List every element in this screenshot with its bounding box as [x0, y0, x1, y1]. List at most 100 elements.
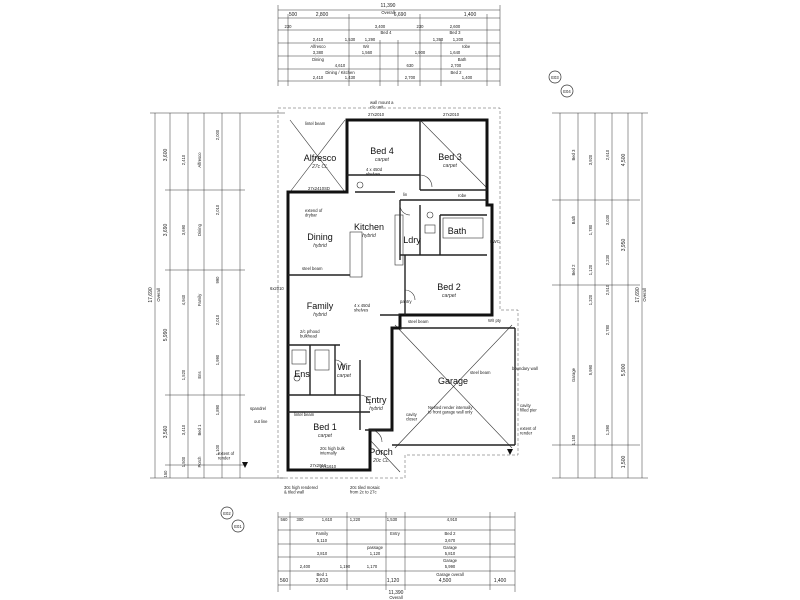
- top-row3-name-wir: Wir: [363, 44, 370, 49]
- top-row6-a: 2,410: [313, 75, 324, 80]
- bottom-row1-e: 1,530: [387, 517, 398, 522]
- bottom-row1-b: 300: [297, 517, 305, 522]
- note-steel-beam-b: steel beam: [408, 319, 429, 324]
- left-seg-b: 3,690: [163, 224, 169, 237]
- room-bed4: Bed 4: [370, 146, 394, 156]
- room-bath: Bath: [448, 226, 467, 236]
- top-row6-d: 1,400: [462, 75, 473, 80]
- right-name-garage: Garage: [571, 367, 576, 382]
- top-row2-c: 230: [417, 24, 425, 29]
- top-row2-d: 2,600: [450, 24, 461, 29]
- note-boundary-wall: boundary wall: [512, 366, 538, 371]
- top-row6-c: 2,700: [405, 75, 416, 80]
- ensuite-toilet: [293, 374, 301, 382]
- bottom-row2-a: 5,110: [317, 538, 328, 543]
- tag-e04: E04: [563, 89, 571, 94]
- top-row4-b: 1,560: [362, 50, 373, 55]
- right-fine-d: 1,320: [588, 294, 593, 305]
- left-inner-b: 3,690: [181, 224, 186, 235]
- left-inner-f: 1,500: [181, 456, 186, 467]
- room-kitchen-finish: hybrid: [362, 233, 376, 239]
- bottom-row5-e: 1,400: [494, 578, 507, 584]
- room-dining: Dining: [307, 232, 333, 242]
- left-inner-a: 2,410: [181, 154, 186, 165]
- bath-tub: [442, 217, 484, 239]
- tag-e01: E01: [234, 524, 242, 529]
- room-porch-finish: 20c CL: [372, 458, 389, 464]
- top-row3-name-alfresco: Alfresco: [310, 44, 326, 49]
- note-tiled-wall: 30c high rendered& tiled wall: [284, 485, 318, 495]
- left-name-bed1: Bed 1: [197, 424, 202, 436]
- top-row1-b: 2,800: [316, 12, 329, 18]
- top-row6-b: 1,430: [345, 75, 356, 80]
- left-fine-d: 2,010: [215, 314, 220, 325]
- left-overall-dim: 17,690: [148, 287, 154, 303]
- level-markers: [242, 449, 513, 468]
- top-row3-name-robe: robe: [462, 44, 471, 49]
- bottom-row1-name-entry: Entry: [390, 531, 401, 536]
- right-inner-d: 2,510: [605, 284, 610, 295]
- top-row5-c: 2,700: [451, 63, 462, 68]
- note-window-27x2010-c: 27x2010: [310, 463, 327, 468]
- left-name-family: Family: [197, 293, 202, 306]
- bottom-row5-name-garage: Garage overall: [436, 572, 464, 577]
- room-bed1: Bed 1: [313, 422, 337, 432]
- level-marker-right: [507, 449, 513, 455]
- windows: [287, 119, 493, 471]
- top-overall-dim: 11,390: [381, 3, 396, 9]
- note-lintel-beam-bed1: lintel beam: [294, 412, 315, 417]
- right-overall-label: Overall: [642, 288, 647, 301]
- bottom-row1-name-bed2: Bed 2: [445, 531, 457, 536]
- section-tags-top: E03 E04: [548, 70, 574, 98]
- bottom-row5-b: 3,810: [316, 578, 329, 584]
- right-inner-g: 1,390: [605, 424, 610, 435]
- bottom-overall-label: Overall: [389, 595, 402, 600]
- room-ens: Ens: [294, 369, 310, 379]
- bottom-row4-b: 1,190: [340, 564, 351, 569]
- left-seg-a: 3,600: [163, 149, 169, 162]
- left-name-dining: Dining: [197, 223, 202, 236]
- top-dimensions: 11,390 Overall 500 2,800 6,690 1,400 230…: [277, 3, 501, 86]
- note-steel-beam-a: steel beam: [302, 266, 323, 271]
- room-entry: Entry: [365, 395, 387, 405]
- wc-toilet: [356, 181, 364, 189]
- room-bed1-finish: carpet: [318, 433, 333, 439]
- bottom-row3-name-passage: passage: [367, 545, 384, 550]
- left-inner-c: 4,940: [181, 294, 186, 305]
- left-dimensions: 17,690 Overall 3,600 3,690 5,990 3,560 1…: [148, 112, 285, 479]
- room-wir: Wir: [337, 362, 351, 372]
- bottom-row1-c: 1,610: [322, 517, 333, 522]
- tag-e03: E03: [551, 75, 559, 80]
- right-inner-b: 3,030: [605, 214, 610, 225]
- right-fine-e: 1,150: [571, 434, 576, 445]
- room-kitchen: Kitchen: [354, 222, 384, 232]
- note-walk-in-pantry: W/I pty: [488, 318, 502, 323]
- left-name-alfresco: Alfresco: [197, 152, 202, 168]
- right-name-bath: Bath: [571, 215, 576, 224]
- bottom-row4-d: 5,990: [445, 564, 456, 569]
- note-lintel-beam-top: lintel beam: [305, 121, 326, 126]
- room-alfresco: Alfresco: [304, 153, 337, 163]
- right-seg-d: 1,500: [621, 456, 627, 469]
- top-row3-a: 2,410: [313, 37, 324, 42]
- note-robe: robe: [458, 193, 467, 198]
- right-seg-a: 4,500: [621, 154, 627, 167]
- top-row2-name-bed4: Bed 4: [381, 30, 393, 35]
- left-fine-f: 1,890: [215, 404, 220, 415]
- bottom-dimensions: 560 300 1,610 1,220 1,530 4,910 Family E…: [277, 512, 516, 600]
- room-family-finish: hybrid: [313, 312, 327, 318]
- bottom-row2-b: 3,670: [445, 538, 456, 543]
- section-tags-bottom: E02 E01: [220, 506, 245, 533]
- right-fine-b: 1,780: [588, 224, 593, 235]
- bottom-row3-c: 5,810: [445, 551, 456, 556]
- top-row5-name-bed2: Bed 2: [451, 70, 463, 75]
- kitchen-bench: [394, 214, 404, 266]
- left-fine-g: 1,100: [215, 444, 220, 455]
- left-inner-d: 1,520: [181, 369, 186, 380]
